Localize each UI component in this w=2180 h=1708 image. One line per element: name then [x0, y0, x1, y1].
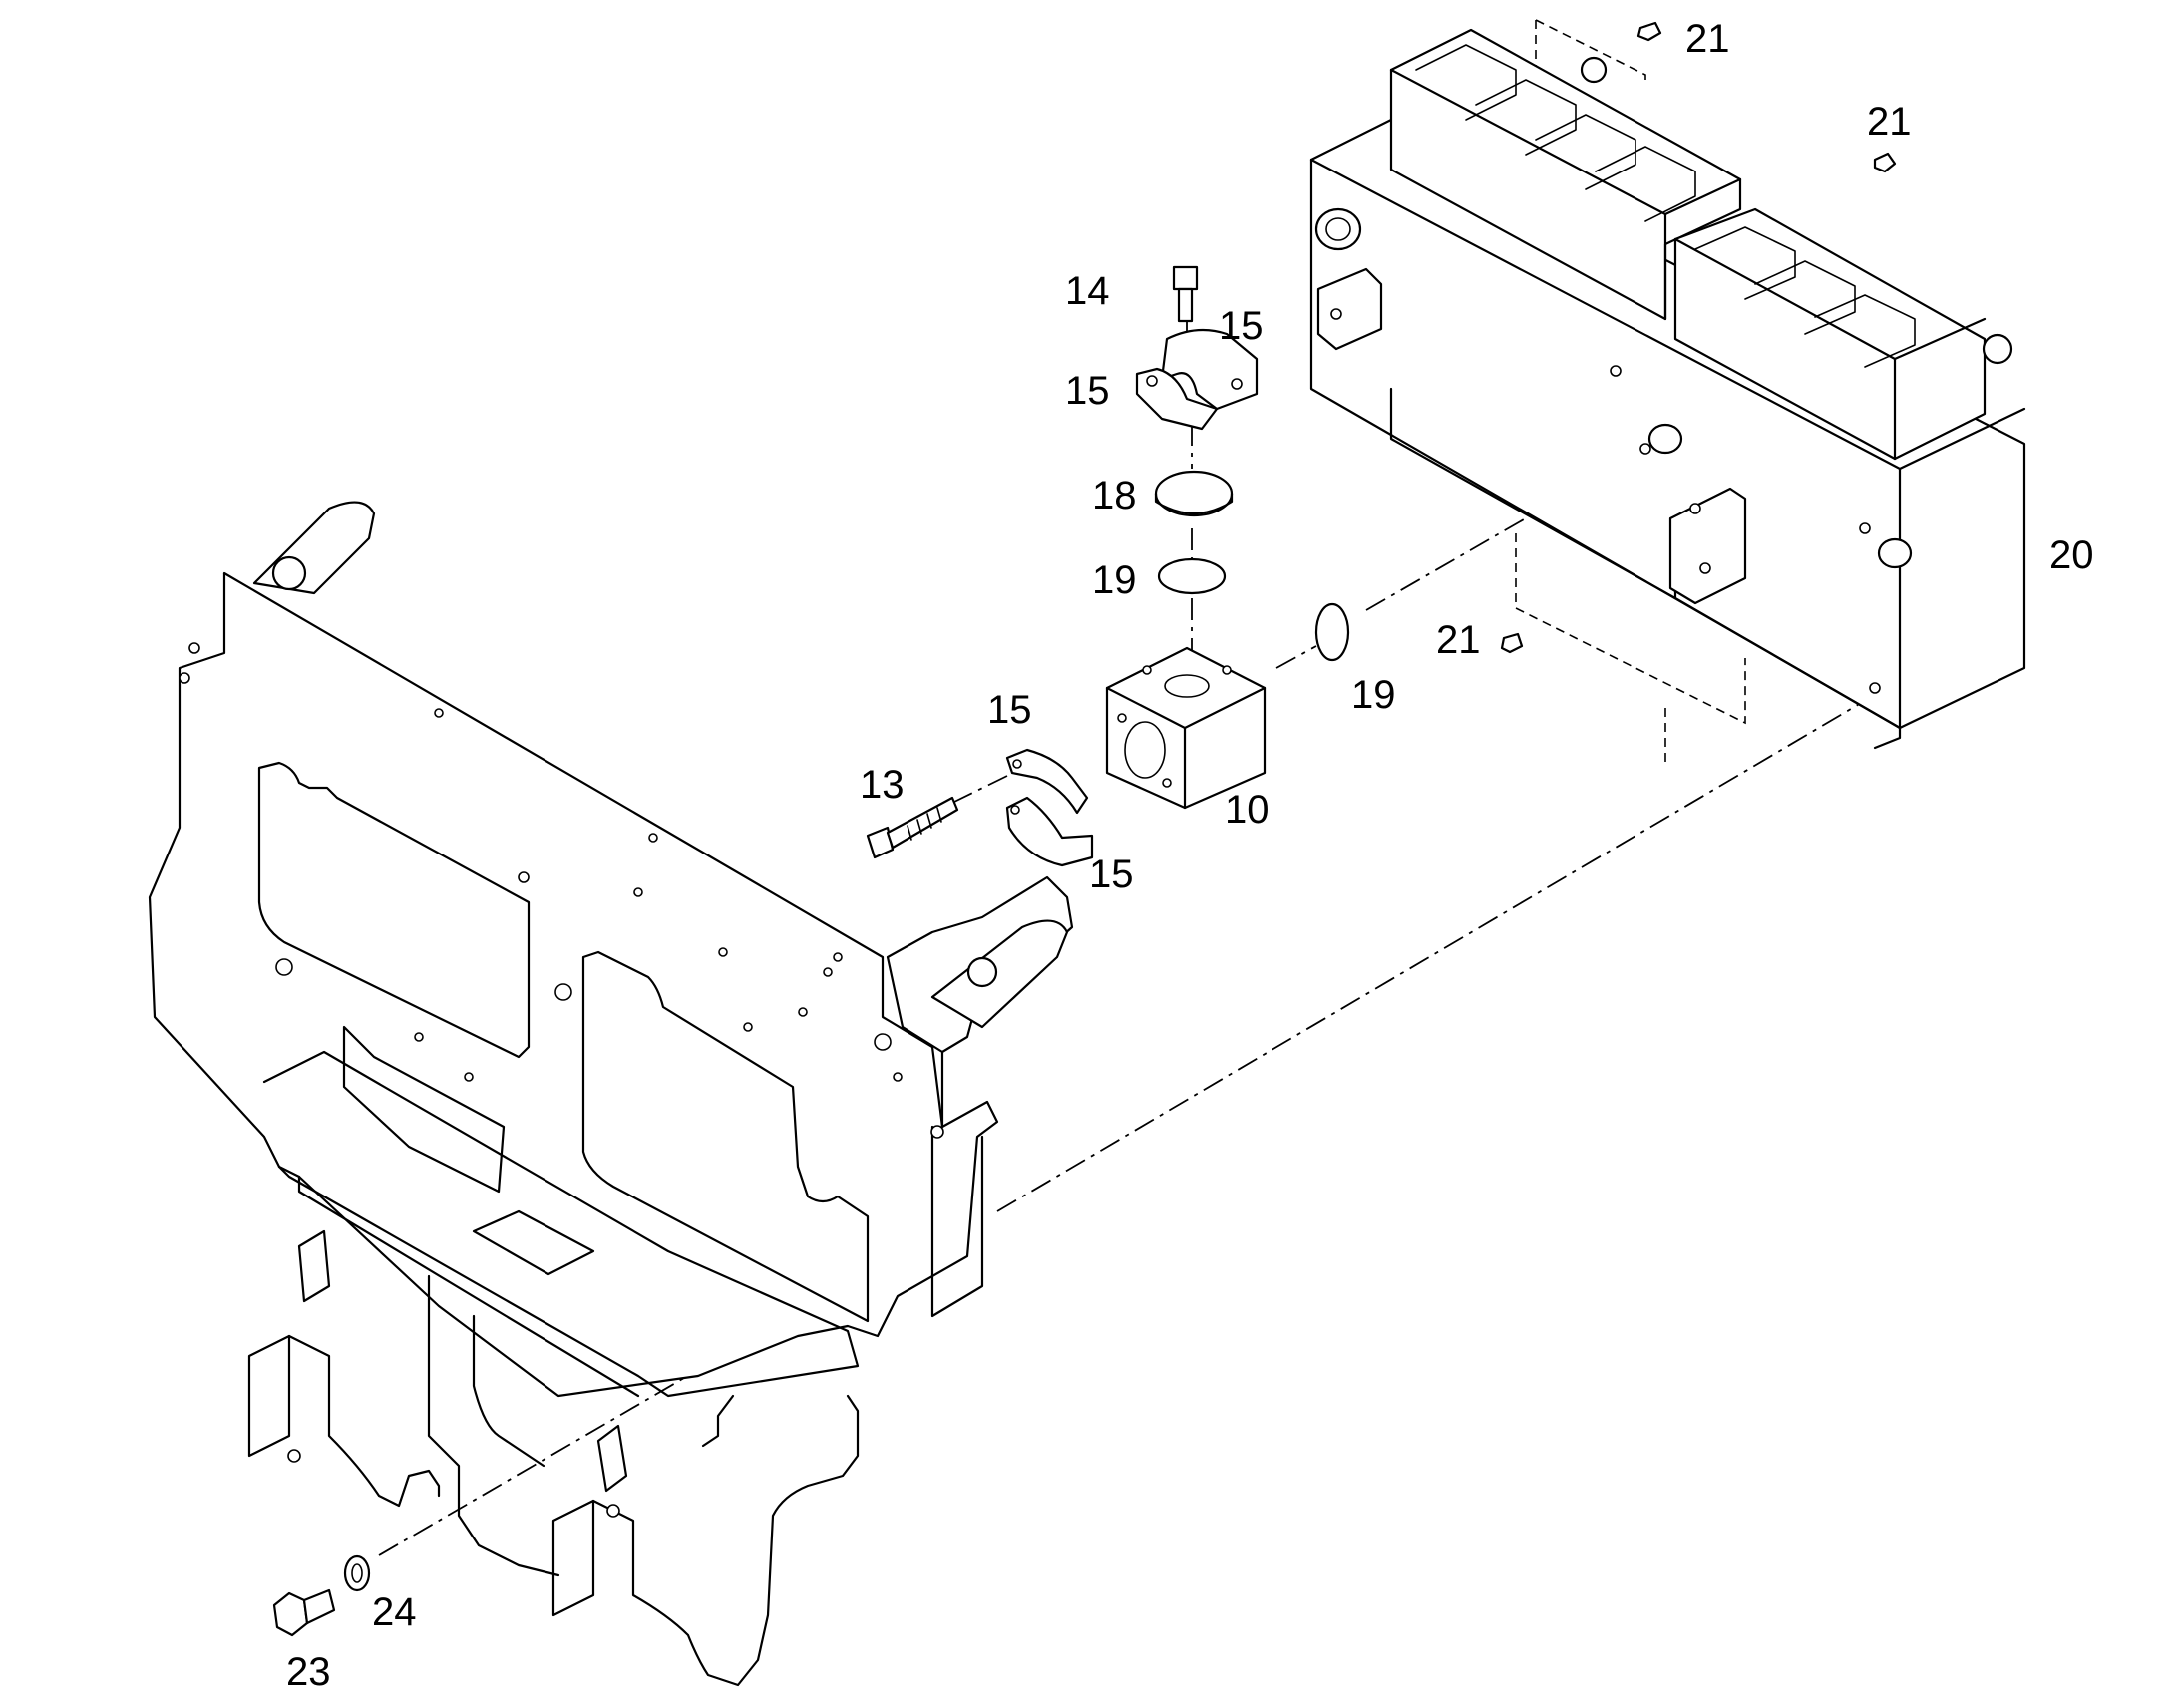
bolt-part-13 [866, 796, 959, 859]
washer-part-24 [343, 1554, 371, 1592]
callout-label: 21 [1436, 618, 1481, 662]
screw-part-21 [1500, 21, 1897, 654]
callout-label: 15 [1219, 304, 1264, 348]
callout-label: 24 [372, 1590, 417, 1634]
hex-bolt-part-23 [272, 1588, 336, 1637]
screw-part-14 [1172, 265, 1199, 323]
callout-label: 15 [987, 688, 1032, 732]
callout-label: 21 [1685, 17, 1730, 61]
callout-label: 15 [1089, 853, 1134, 896]
callout-label: 13 [860, 763, 905, 807]
callout-label: 20 [2049, 533, 2094, 577]
callout-label: 10 [1225, 788, 1270, 832]
callout-label: 19 [1092, 558, 1137, 602]
callout-label: 21 [1867, 100, 1912, 144]
callout-label: 18 [1092, 474, 1137, 517]
adapter-block-part-10 [1105, 646, 1267, 810]
o-ring-part-19-side [1314, 602, 1350, 662]
callout-label: 19 [1351, 673, 1396, 717]
flange-half-part-15-upper [1135, 328, 1259, 431]
flange-half-part-15-lower [1005, 748, 1094, 867]
callout-label: 23 [286, 1650, 331, 1694]
callout-labels: 21 21 14 15 15 18 19 21 19 20 15 13 10 1… [286, 17, 2094, 1694]
callout-label: 14 [1065, 269, 1110, 313]
frame-plate [148, 501, 1074, 1687]
disc-part-18 [1154, 470, 1234, 517]
callout-label: 15 [1065, 369, 1110, 413]
valve-block-part-20 [1309, 28, 2026, 750]
o-ring-part-19-top [1157, 557, 1227, 595]
